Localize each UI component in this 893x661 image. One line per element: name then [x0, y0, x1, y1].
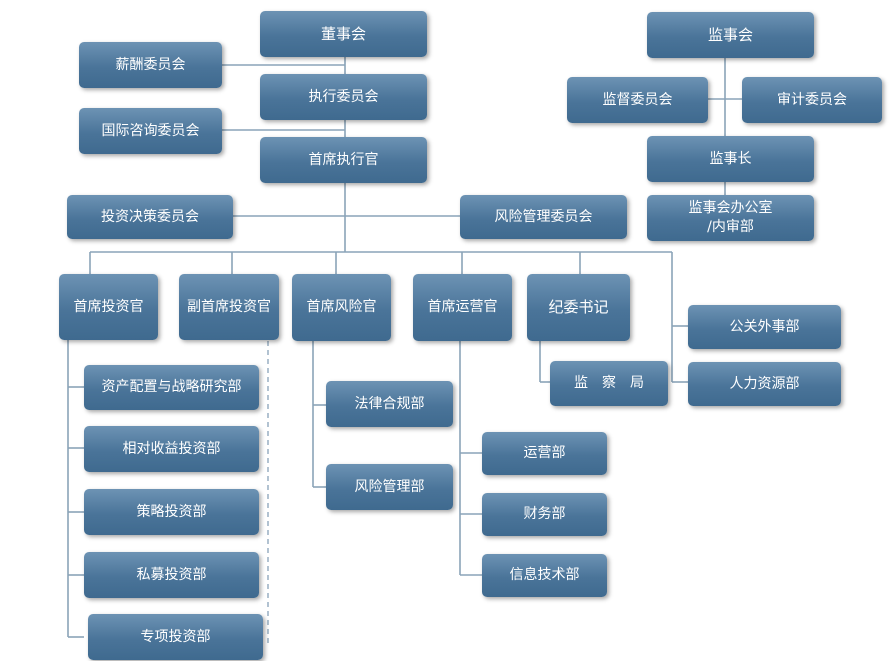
cro-box: 首席风险官: [292, 274, 391, 341]
cio-box: 首席投资官: [59, 274, 158, 340]
investment-committee-box: 投资决策委员会: [67, 195, 233, 239]
deputy-cio-box: 副首席投资官: [179, 274, 279, 340]
board-box: 董事会: [260, 11, 427, 57]
discipline-secretary-box: 纪委书记: [527, 274, 630, 341]
salary-committee-box: 薪酬委员会: [79, 42, 222, 88]
asset-allocation-dept-box: 资产配置与战略研究部: [84, 365, 259, 410]
ceo-box: 首席执行官: [260, 137, 427, 183]
coo-box: 首席运营官: [413, 274, 512, 341]
hr-dept-box: 人力资源部: [688, 362, 841, 406]
risk-mgmt-dept-box: 风险管理部: [326, 464, 453, 510]
relative-return-dept-box: 相对收益投资部: [84, 426, 259, 472]
supervision-committee-box: 监督委员会: [567, 77, 708, 123]
audit-committee-box: 审计委员会: [742, 77, 882, 123]
it-dept-box: 信息技术部: [482, 554, 607, 597]
intl-advisory-committee-box: 国际咨询委员会: [79, 108, 222, 154]
legal-compliance-dept-box: 法律合规部: [326, 381, 453, 427]
inspection-bureau-box: 监 察 局: [550, 361, 668, 406]
public-affairs-dept-box: 公关外事部: [688, 305, 841, 349]
risk-committee-box: 风险管理委员会: [460, 195, 627, 239]
supervisory-board-box: 监事会: [647, 12, 814, 58]
finance-dept-box: 财务部: [482, 493, 607, 536]
supervisory-office-box: 监事会办公室 /内审部: [647, 195, 814, 241]
chief-supervisor-box: 监事长: [647, 136, 814, 182]
private-equity-dept-box: 私募投资部: [84, 552, 259, 598]
special-invest-dept-box: 专项投资部: [88, 614, 263, 660]
operations-dept-box: 运营部: [482, 432, 607, 475]
strategy-invest-dept-box: 策略投资部: [84, 489, 259, 535]
executive-committee-box: 执行委员会: [260, 74, 427, 120]
